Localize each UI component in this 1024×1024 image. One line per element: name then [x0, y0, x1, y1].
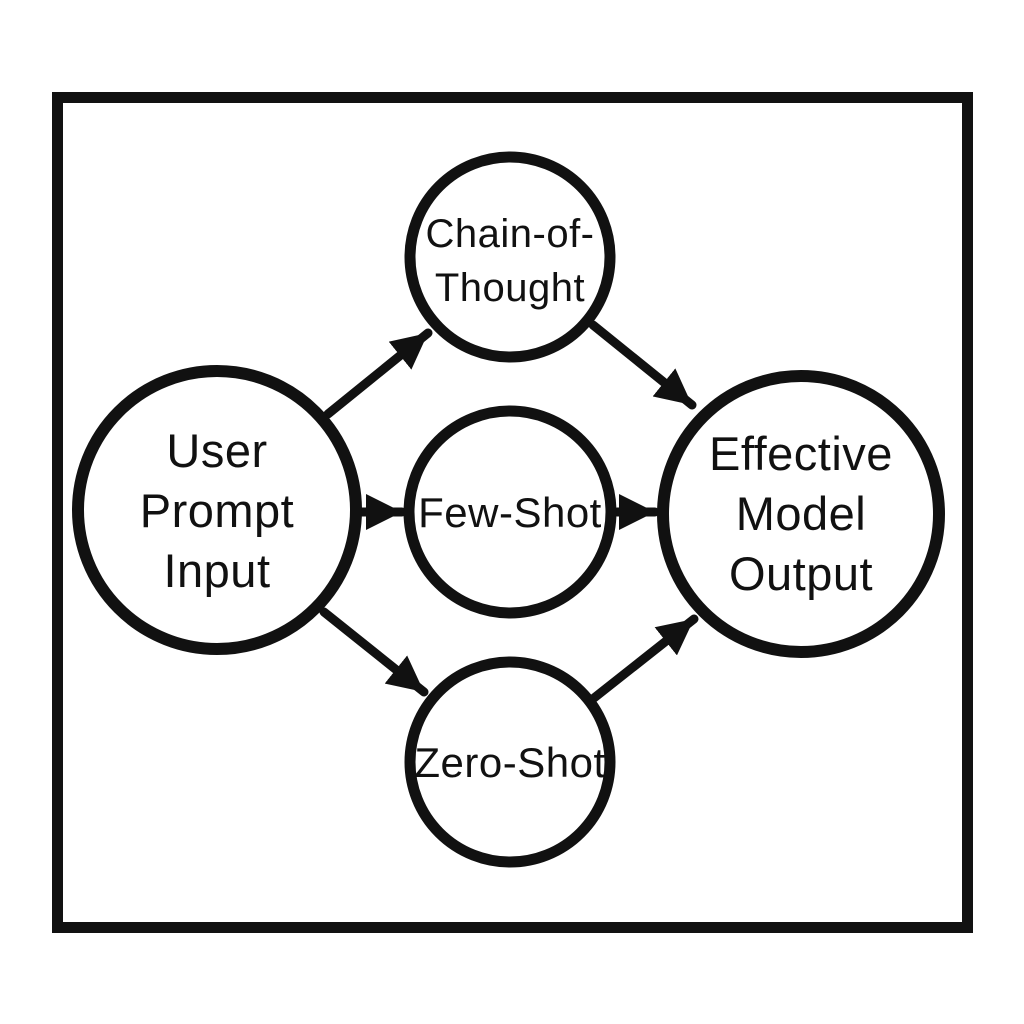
- node-label-line: User: [166, 424, 267, 477]
- node-label-line: Effective: [709, 427, 893, 480]
- arrow-user-to-zero-shot: [319, 607, 429, 697]
- node-label-line: Model: [736, 487, 867, 540]
- node-label-line: Few-Shot: [418, 489, 602, 536]
- node-effective-model-output: Effective Model Output: [657, 370, 945, 658]
- node-chain-of-thought: Chain-of- Thought: [404, 151, 616, 363]
- few-shot-circle: [403, 405, 617, 619]
- arrow-chain-of-thought-to-output: [588, 320, 697, 410]
- node-label-line: Input: [163, 544, 270, 597]
- arrow-zero-shot-to-output: [589, 614, 699, 703]
- diagram-border: [52, 92, 973, 933]
- chain-of-thought-circle: [404, 151, 616, 363]
- edges: [319, 320, 699, 703]
- zero-shot-circle: [404, 656, 616, 868]
- node-user-prompt-input: User Prompt Input: [72, 365, 362, 655]
- arrow-user-to-chain-of-thought: [323, 328, 433, 419]
- node-label-line: Output: [729, 547, 873, 600]
- effective-model-output-circle: [657, 370, 945, 658]
- node-zero-shot: Zero-Shot: [404, 656, 616, 868]
- node-label-line: Zero-Shot: [414, 739, 605, 786]
- node-label-line: Chain-of-: [425, 212, 594, 256]
- node-label-line: Thought: [435, 266, 585, 310]
- user-prompt-input-circle: [72, 365, 362, 655]
- node-label-line: Prompt: [140, 484, 295, 537]
- node-few-shot: Few-Shot: [403, 405, 617, 619]
